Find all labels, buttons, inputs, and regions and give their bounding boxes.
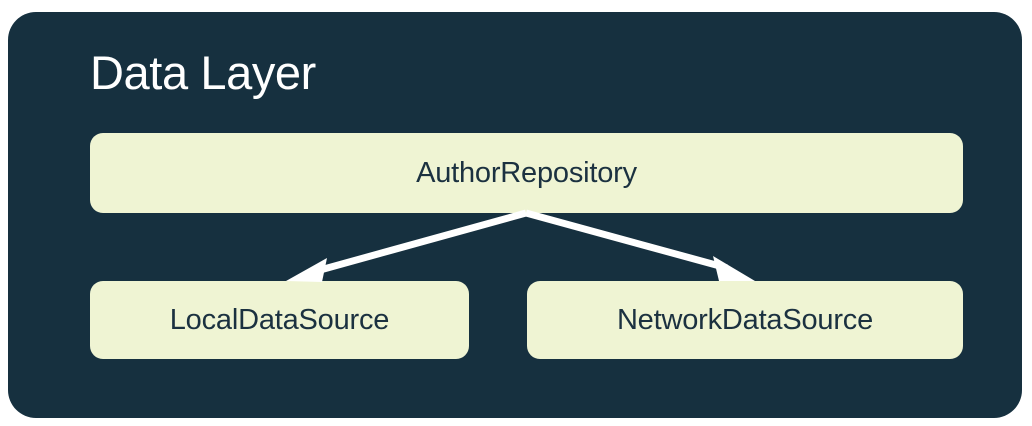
node-label-author-repository: AuthorRepository (416, 156, 637, 189)
node-author-repository[interactable]: AuthorRepository (90, 133, 963, 213)
node-local-data-source[interactable]: LocalDataSource (90, 281, 469, 359)
layer-title: Data Layer (90, 46, 316, 99)
node-label-network-data-source: NetworkDataSource (616, 303, 874, 336)
node-label-local-data-source: LocalDataSource (169, 303, 390, 336)
node-network-data-source[interactable]: NetworkDataSource (527, 281, 963, 359)
